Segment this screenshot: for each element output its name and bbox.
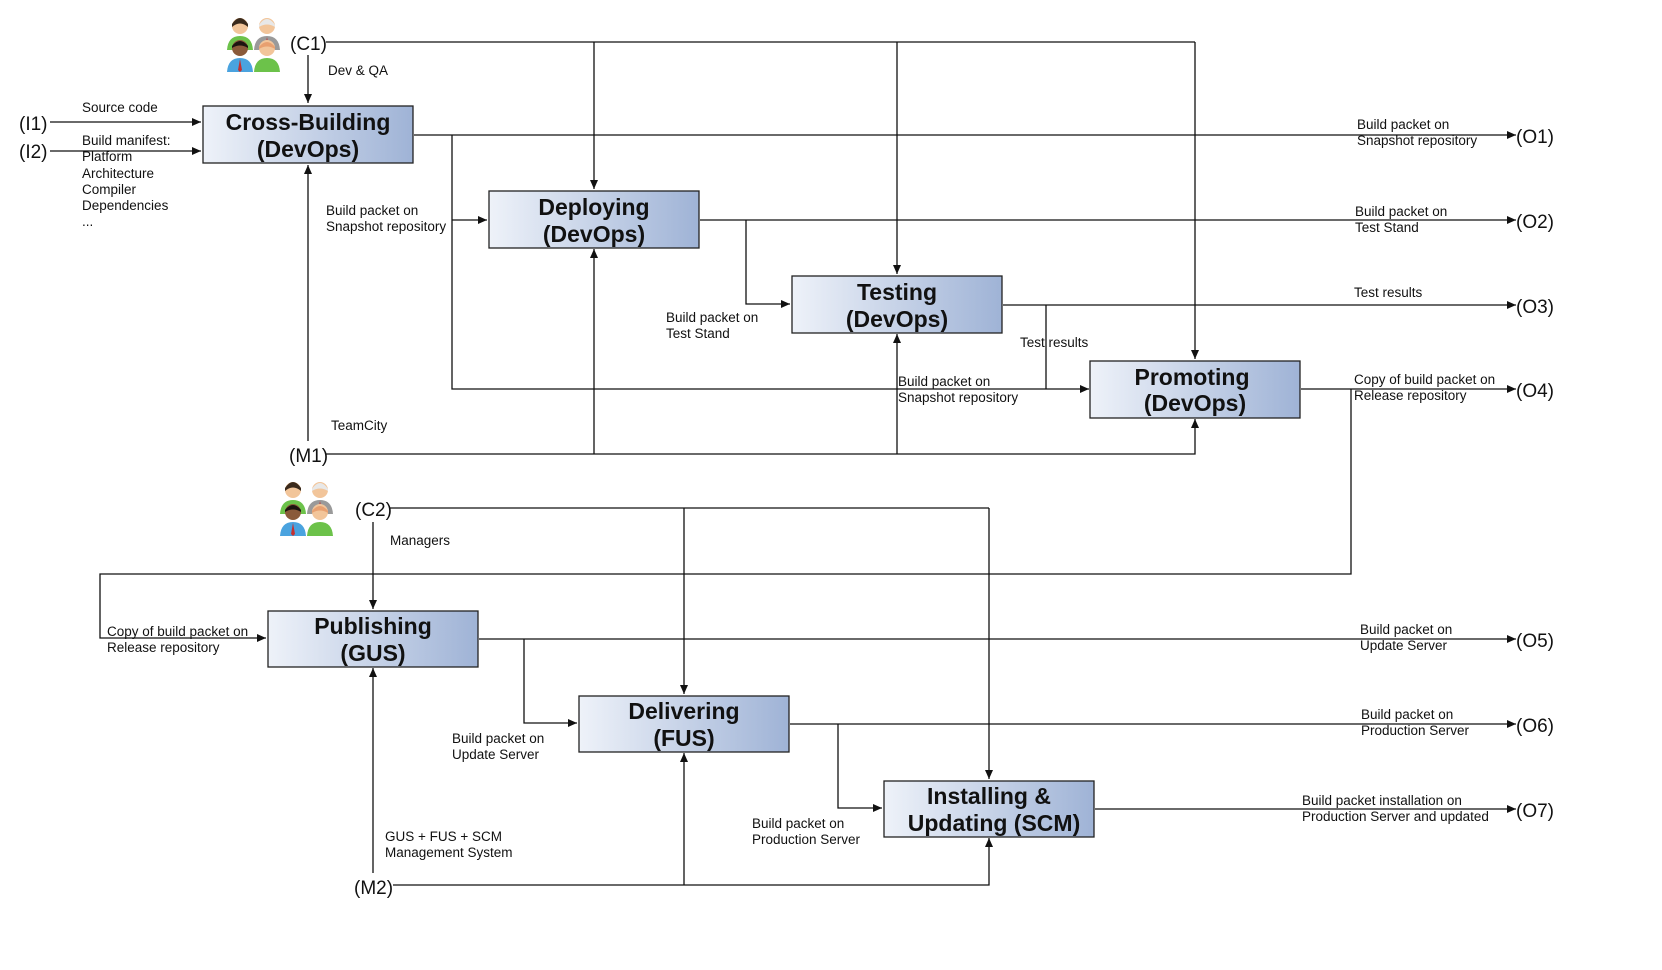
people-group-icon (227, 18, 280, 72)
terminal-i1: (I1) (19, 114, 48, 135)
label-build-manifest: Build manifest: (82, 133, 171, 148)
label-output-o3: Test results (1354, 285, 1423, 300)
terminal-m1: (M1) (289, 446, 328, 467)
box-testing[interactable]: Testing (DevOps) (791, 275, 1003, 334)
terminal-m2: (M2) (354, 878, 393, 899)
label-snapshot-to-promoting: Snapshot repository (898, 390, 1018, 405)
terminal-labels: (C1) (I1) (I2) (M1) (C2) (M2) (O1) (O2) … (19, 34, 1554, 899)
label-output-o7: Production Server and updated (1302, 809, 1489, 824)
box-subtitle: (DevOps) (257, 136, 359, 162)
box-title: Promoting (1135, 364, 1250, 390)
terminal-o4: (O4) (1516, 381, 1554, 402)
label-build-manifest: Architecture (82, 166, 154, 181)
terminal-o7: (O7) (1516, 801, 1554, 822)
label-output-o4: Release repository (1354, 388, 1467, 403)
box-title: Testing (857, 279, 937, 305)
terminal-c1: (C1) (290, 34, 327, 55)
box-subtitle: (DevOps) (1144, 390, 1246, 416)
label-output-o6: Build packet on (1361, 707, 1453, 722)
label-management-system: Management System (385, 845, 513, 860)
box-subtitle: (DevOps) (543, 221, 645, 247)
box-title: Cross-Building (226, 109, 391, 135)
label-dev-qa: Dev & QA (328, 63, 388, 78)
label-snapshot-to-promoting: Build packet on (898, 374, 990, 389)
label-update-to-delivering: Build packet on (452, 731, 544, 746)
label-release-to-publishing: Copy of build packet on (107, 624, 248, 639)
label-build-manifest: Platform (82, 149, 132, 164)
terminal-c2: (C2) (355, 500, 392, 521)
terminal-o1: (O1) (1516, 127, 1554, 148)
label-output-o2: Build packet on (1355, 204, 1447, 219)
label-output-o5: Update Server (1360, 638, 1448, 653)
label-test-stand-to-testing: Test Stand (666, 326, 730, 341)
box-promoting[interactable]: Promoting (DevOps) (1089, 360, 1301, 419)
label-release-to-publishing: Release repository (107, 640, 220, 655)
label-management-system: GUS + FUS + SCM (385, 829, 502, 844)
box-subtitle: (FUS) (653, 725, 714, 751)
terminal-i2: (I2) (19, 142, 48, 163)
box-publishing[interactable]: Publishing (GUS) (267, 610, 479, 668)
box-title: Delivering (628, 698, 739, 724)
label-update-to-delivering: Update Server (452, 747, 540, 762)
label-output-o7: Build packet installation on (1302, 793, 1462, 808)
label-build-manifest: Dependencies (82, 198, 169, 213)
box-deploying[interactable]: Deploying (DevOps) (488, 190, 700, 249)
box-title: Publishing (314, 613, 432, 639)
label-source-code: Source code (82, 100, 158, 115)
label-output-o5: Build packet on (1360, 622, 1452, 637)
terminal-o6: (O6) (1516, 716, 1554, 737)
label-managers: Managers (390, 533, 450, 548)
label-output-o4: Copy of build packet on (1354, 372, 1495, 387)
connectors-release (99, 389, 1516, 886)
terminal-o3: (O3) (1516, 297, 1554, 318)
box-installing-updating[interactable]: Installing & Updating (SCM) (883, 780, 1095, 838)
label-test-results-to-promoting: Test results (1020, 335, 1089, 350)
label-test-stand-to-testing: Build packet on (666, 310, 758, 325)
connectors-devops (50, 41, 1516, 455)
label-output-o1: Snapshot repository (1357, 133, 1477, 148)
label-output-o6: Production Server (1361, 723, 1470, 738)
label-snapshot-to-deploy: Snapshot repository (326, 219, 446, 234)
label-output-o2: Test Stand (1355, 220, 1419, 235)
box-subtitle: Updating (SCM) (908, 810, 1080, 836)
box-delivering[interactable]: Delivering (FUS) (578, 695, 790, 753)
label-build-manifest: ... (82, 214, 93, 229)
people-group-icon (280, 482, 333, 536)
arrow-labels: Dev & QA Source code Build manifest: Pla… (82, 63, 1495, 860)
label-build-manifest: Compiler (82, 182, 137, 197)
label-production-to-installing: Build packet on (752, 816, 844, 831)
box-cross-building[interactable]: Cross-Building (DevOps) (202, 105, 414, 164)
box-subtitle: (DevOps) (846, 306, 948, 332)
label-production-to-installing: Production Server (752, 832, 861, 847)
box-title: Installing & (927, 783, 1051, 809)
box-subtitle: (GUS) (340, 640, 405, 666)
terminal-o5: (O5) (1516, 631, 1554, 652)
terminal-o2: (O2) (1516, 212, 1554, 233)
label-teamcity: TeamCity (331, 418, 388, 433)
box-title: Deploying (538, 194, 649, 220)
label-output-o1: Build packet on (1357, 117, 1449, 132)
label-snapshot-to-deploy: Build packet on (326, 203, 418, 218)
